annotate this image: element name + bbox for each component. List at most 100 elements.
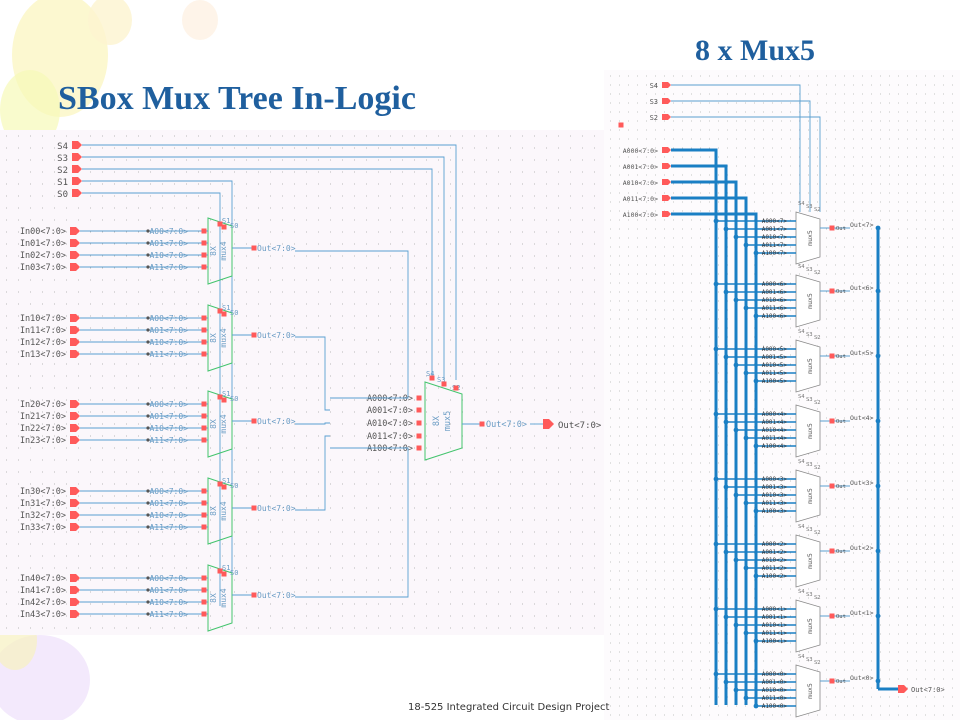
input-pin-label: In10<7:0>	[20, 314, 66, 324]
bus-junction	[743, 370, 749, 376]
port-marker	[201, 228, 207, 234]
block-port-label: A000<2>	[762, 541, 788, 548]
block-port-label: A001<2>	[762, 549, 788, 556]
port-label: A00<7:0>	[149, 400, 188, 409]
block-name-label: mux5	[806, 618, 814, 634]
input-pin	[70, 263, 80, 271]
block-port-label: A000<7>	[762, 218, 788, 225]
sel-port-marker	[221, 224, 227, 230]
input-pin	[70, 523, 80, 531]
sel-tap-label: S1	[222, 304, 230, 312]
block-port-label: A100<3>	[762, 508, 788, 515]
mux5-block-symbol	[795, 274, 821, 328]
bus-pin-label: A011<7:0>	[623, 195, 658, 203]
port-marker	[829, 288, 835, 294]
select-wire	[671, 116, 821, 212]
sel-port-marker	[217, 221, 223, 227]
block-port-label: A011<0>	[762, 695, 788, 702]
block-sel-label: S2	[814, 335, 821, 341]
input-pin-label: In03<7:0>	[20, 263, 66, 273]
sel-port-marker	[221, 311, 227, 317]
bus-junction	[713, 218, 719, 224]
block-port-label: A100<4>	[762, 443, 788, 450]
mux4-count-label: 8X	[209, 419, 218, 429]
bus-wire	[671, 196, 748, 705]
sel-tap-label: S0	[230, 569, 238, 577]
block-name-label: mux5	[806, 553, 814, 569]
bus-junction	[723, 419, 729, 425]
bus-junction	[713, 476, 719, 482]
bus-junction	[743, 305, 749, 311]
block-port-label: A100<2>	[762, 573, 788, 580]
port-marker	[251, 505, 257, 511]
port-dot	[146, 352, 150, 356]
block-port-label: A010<0>	[762, 687, 788, 694]
sel-port-marker	[217, 394, 223, 400]
bus-pin	[662, 147, 671, 153]
mux4-output-label: Out<7:0>	[257, 591, 296, 600]
port-marker	[201, 512, 207, 518]
input-pin-label: In43<7:0>	[20, 610, 66, 620]
route-wire	[295, 447, 409, 598]
port-dot	[146, 600, 150, 604]
block-sel-label: S4	[798, 524, 805, 530]
mux5-port-label: A000<7:0>	[367, 394, 413, 404]
bus-junction	[723, 614, 729, 620]
slide-footer: 18-525 Integrated Circuit Design Project	[408, 702, 610, 713]
block-sel-label: S3	[806, 267, 813, 273]
port-marker	[201, 339, 207, 345]
mux4-symbol	[207, 564, 233, 632]
bus-junction	[723, 549, 729, 555]
mux5-block-symbol	[795, 534, 821, 588]
sel-port-marker	[217, 568, 223, 574]
input-pin-label: In40<7:0>	[20, 574, 66, 584]
block-output-label: Out	[836, 549, 846, 555]
select-pin	[72, 153, 82, 161]
net-label: Out<7>	[850, 221, 874, 229]
bus-junction	[753, 250, 759, 256]
mux5-port-label: A100<7:0>	[367, 444, 413, 454]
block-sel-label: S3	[806, 592, 813, 598]
input-pin-label: In20<7:0>	[20, 400, 66, 410]
port-label: A00<7:0>	[149, 574, 188, 583]
input-pin-label: In23<7:0>	[20, 436, 66, 446]
net-label: Out<2>	[850, 544, 874, 552]
bus-junction	[733, 492, 739, 498]
route-wire	[295, 435, 330, 511]
balloon-shape	[88, 0, 132, 45]
block-sel-label: S4	[798, 654, 805, 660]
block-port-label: A010<7>	[762, 234, 788, 241]
bus-junction	[753, 378, 759, 384]
mux5-sel-label: S3	[437, 376, 445, 384]
block-port-label: A001<0>	[762, 679, 788, 686]
block-sel-label: S4	[798, 264, 805, 270]
block-sel-label: S3	[806, 462, 813, 468]
bus-junction	[743, 242, 749, 248]
port-label: A10<7:0>	[149, 424, 188, 433]
block-port-label: A000<6>	[762, 281, 788, 288]
mux5-count-label: 8X	[432, 415, 442, 426]
mux5-block-symbol	[795, 404, 821, 458]
port-marker	[201, 264, 207, 270]
port-label: A11<7:0>	[149, 523, 188, 532]
port-marker	[416, 407, 422, 413]
select-pin-label: S1	[57, 178, 68, 188]
input-pin	[70, 350, 80, 358]
bus-junction	[733, 687, 739, 693]
block-sel-label: S3	[806, 657, 813, 663]
bus-junction	[723, 679, 729, 685]
bus-junction	[723, 484, 729, 490]
block-port-label: A100<7>	[762, 250, 788, 257]
grid-dots	[6, 135, 595, 629]
mux5-block-symbol	[795, 211, 821, 265]
block-port-label: A011<3>	[762, 500, 788, 507]
balloon-shape	[182, 0, 218, 40]
port-dot	[146, 316, 150, 320]
bus-junction	[733, 427, 739, 433]
block-port-label: A011<7>	[762, 242, 788, 249]
block-output-label: Out	[836, 614, 846, 620]
mux4-count-label: 8X	[209, 506, 218, 516]
input-pin	[70, 400, 80, 408]
